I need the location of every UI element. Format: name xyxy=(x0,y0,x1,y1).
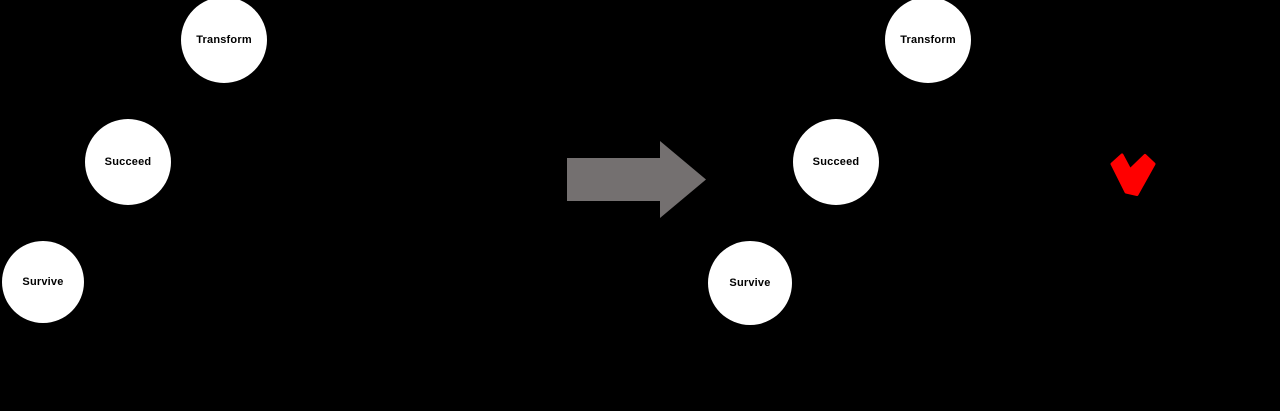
node-transform-after-label: Transform xyxy=(900,34,956,46)
node-transform-after: Transform xyxy=(885,0,971,83)
node-transform-before-label: Transform xyxy=(196,34,252,46)
node-survive-before: Survive xyxy=(2,241,84,323)
red-check-mark-icon xyxy=(1110,153,1156,196)
right-block-arrow-icon xyxy=(567,141,706,218)
node-survive-before-label: Survive xyxy=(22,276,64,288)
node-survive-after: Survive xyxy=(708,241,792,325)
node-succeed-before-label: Succeed xyxy=(104,156,152,168)
red-check-mark-shape xyxy=(1110,153,1156,196)
node-succeed-after-label: Succeed xyxy=(812,156,860,168)
node-succeed-before: Succeed xyxy=(85,119,171,205)
node-succeed-after: Succeed xyxy=(793,119,879,205)
right-block-arrow-shape xyxy=(567,141,706,218)
node-survive-after-label: Survive xyxy=(729,277,771,289)
node-transform-before: Transform xyxy=(181,0,267,83)
